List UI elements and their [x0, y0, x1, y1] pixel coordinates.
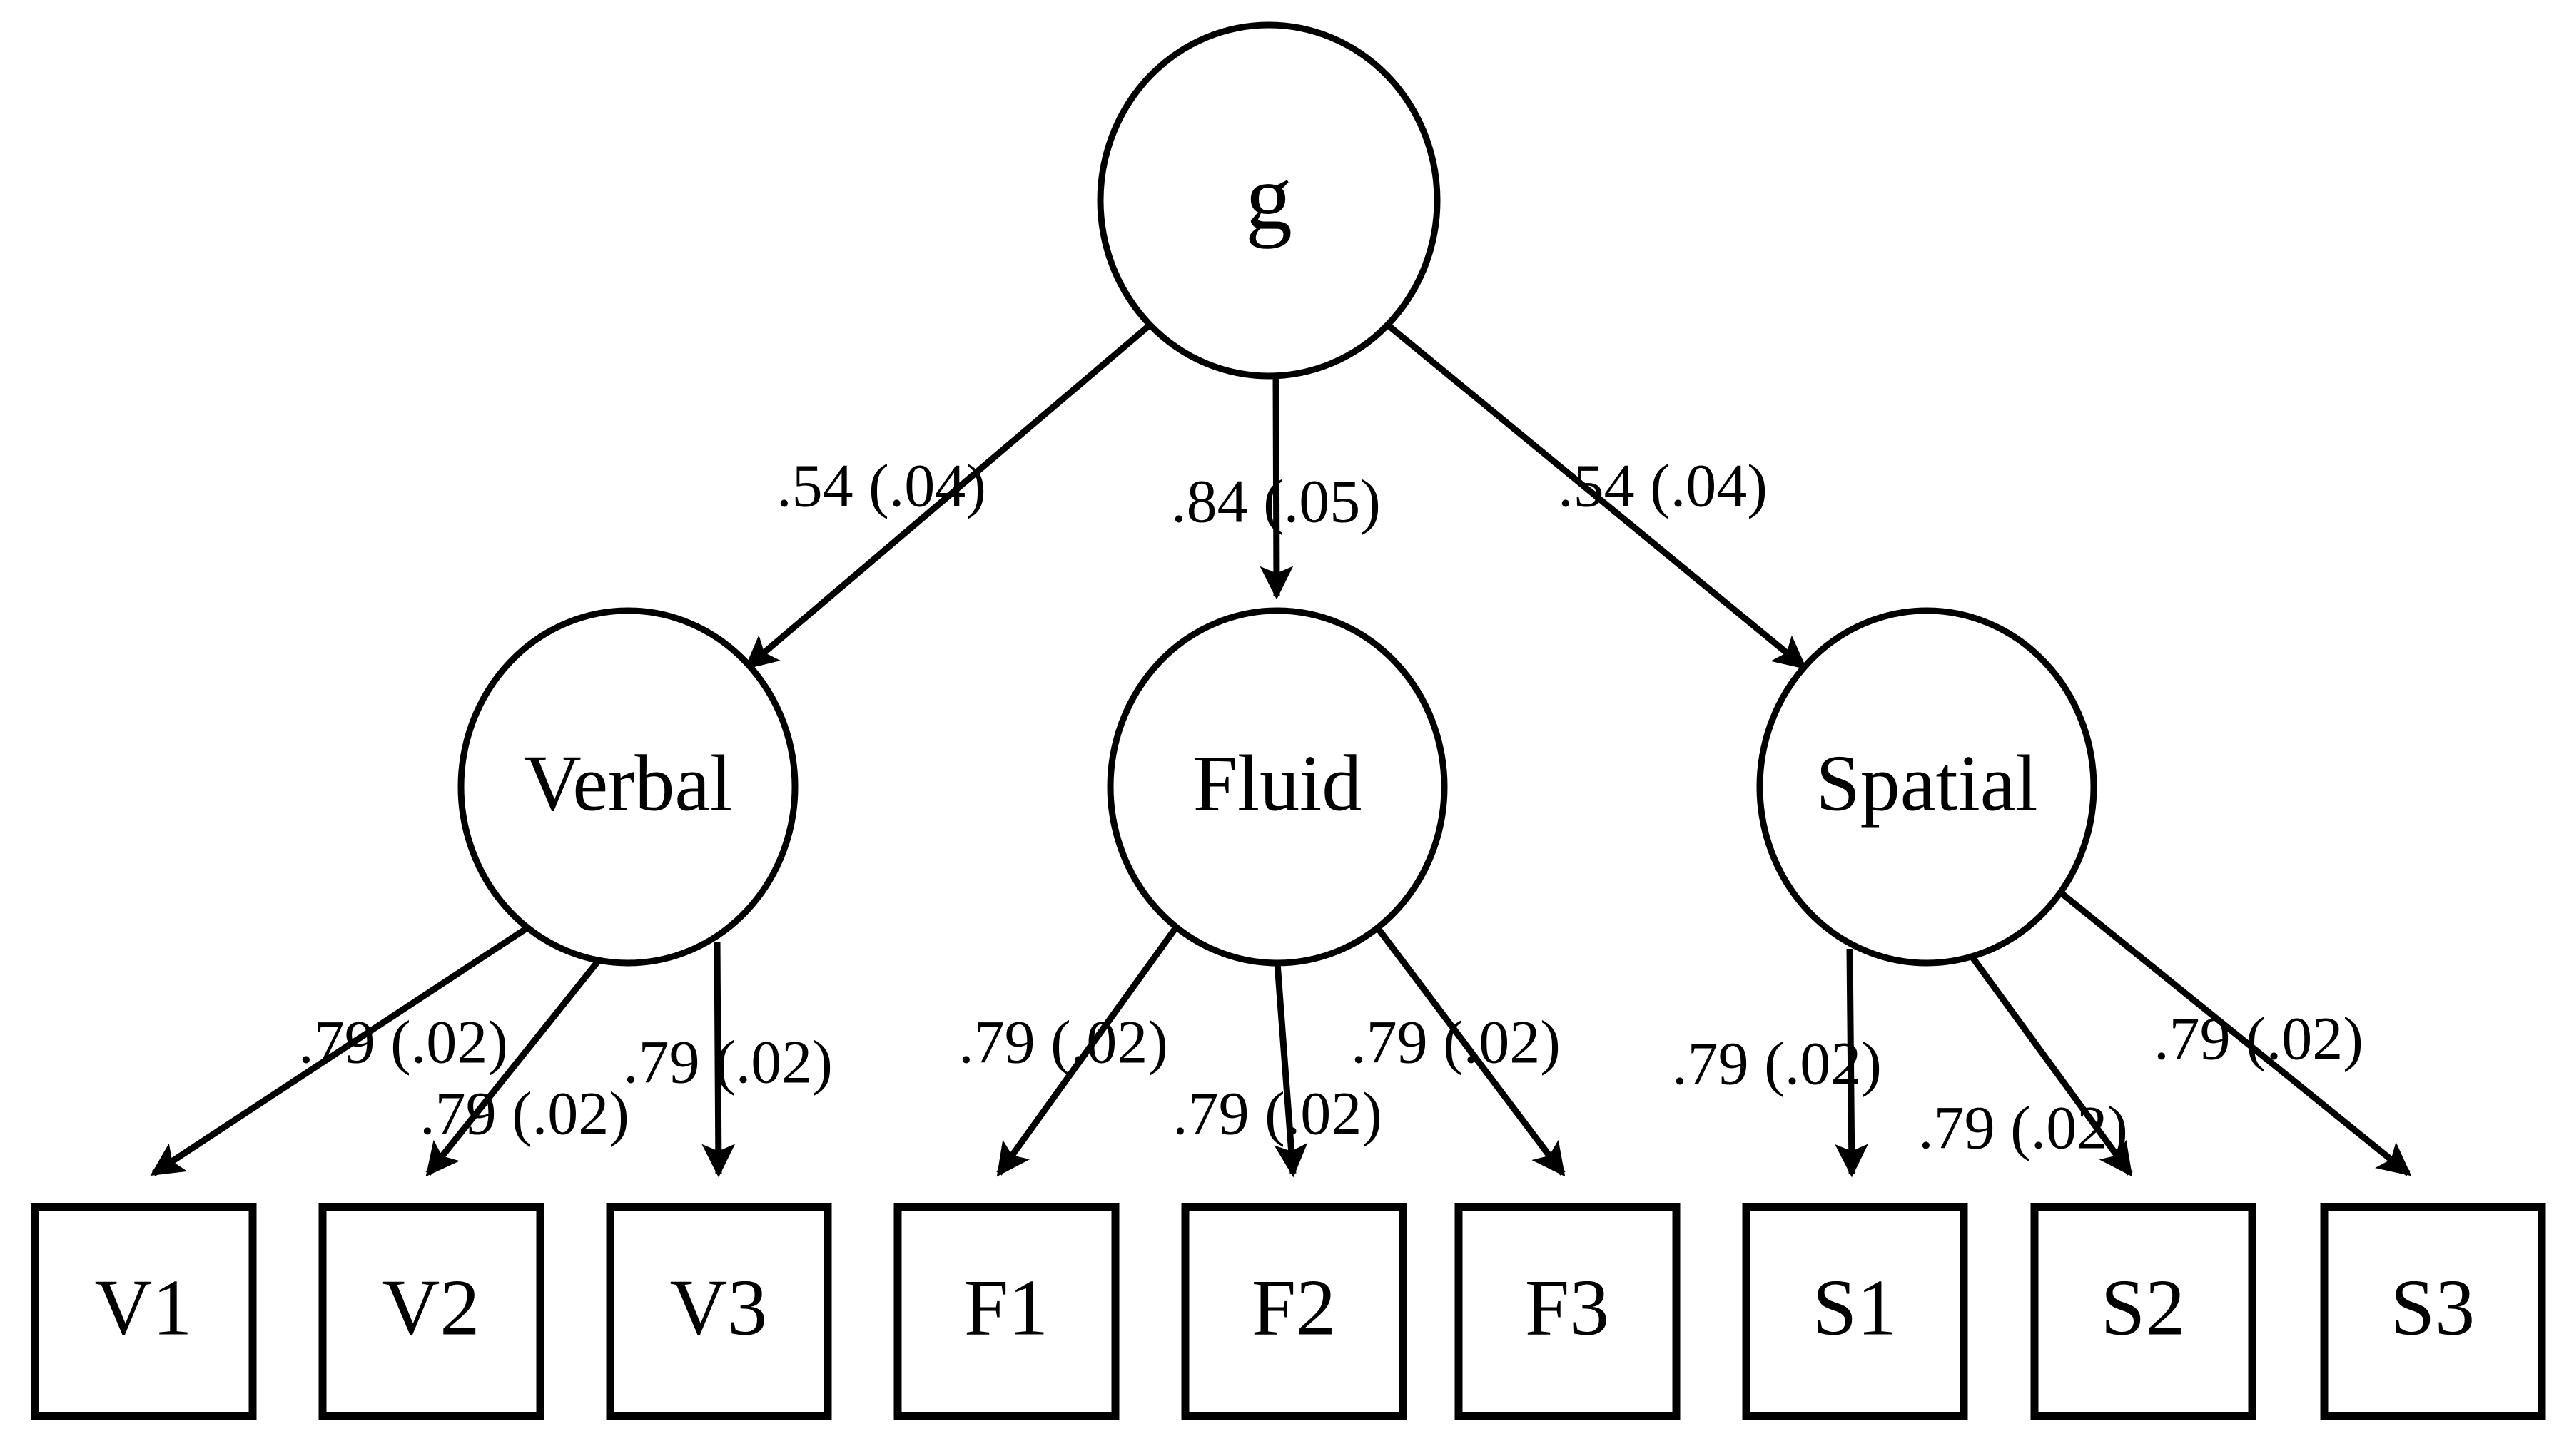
node-V1-label: V1 — [95, 1264, 193, 1353]
node-g[interactable]: g — [1097, 21, 1441, 380]
path-label-verbal-V2: .79 (.02) — [420, 1079, 629, 1148]
path-spatial-to-S3-arrow — [2053, 885, 2412, 1176]
node-V3-label: V3 — [670, 1264, 768, 1353]
path-g-to-verbal-arrow — [744, 322, 1152, 670]
second-order-path-labels: .54 (.04) .84 (.05) .54 (.04) — [776, 452, 1768, 536]
node-verbal-circle[interactable] — [457, 607, 799, 967]
node-V1-rect[interactable] — [31, 1203, 257, 1420]
node-F2-rect[interactable] — [1181, 1203, 1407, 1420]
node-F1-rect[interactable] — [893, 1203, 1120, 1420]
node-V2-rect[interactable] — [318, 1203, 544, 1420]
path-g-to-spatial-arrow — [1385, 322, 1808, 670]
path-label-spatial-S2: .79 (.02) — [1918, 1094, 2128, 1162]
verbal-loadings-group — [150, 925, 736, 1178]
path-verbal-to-V3-arrow — [701, 941, 736, 1178]
node-spatial-label: Spatial — [1815, 740, 2037, 828]
path-fluid-to-F2-arrow — [1274, 962, 1308, 1178]
path-label-g-verbal: .54 (.04) — [776, 452, 986, 520]
node-S2-rect[interactable] — [2030, 1203, 2256, 1420]
node-V3-rect[interactable] — [606, 1203, 832, 1420]
node-S1[interactable]: S1 — [1742, 1203, 1968, 1420]
node-S1-label: S1 — [1813, 1264, 1897, 1353]
spatial-loadings-group — [1835, 885, 2412, 1178]
path-label-spatial-S1: .79 (.02) — [1672, 1029, 1882, 1098]
node-F1-label: F1 — [964, 1264, 1048, 1353]
node-S3[interactable]: S3 — [2320, 1203, 2546, 1420]
path-fluid-to-F3-arrow — [1374, 925, 1566, 1177]
node-verbal[interactable]: Verbal — [457, 607, 799, 967]
path-g-to-fluid-arrow — [1260, 375, 1294, 600]
node-V2[interactable]: V2 — [318, 1203, 544, 1420]
path-label-g-fluid: .84 (.05) — [1171, 467, 1381, 536]
fluid-loadings-group — [996, 925, 1566, 1178]
path-label-fluid-F1: .79 (.02) — [958, 1008, 1168, 1076]
node-fluid[interactable]: Fluid — [1107, 607, 1448, 967]
node-V3[interactable]: V3 — [606, 1203, 832, 1420]
node-F3[interactable]: F3 — [1454, 1203, 1681, 1420]
node-fluid-label: Fluid — [1193, 740, 1362, 828]
path-label-fluid-F2: .79 (.02) — [1172, 1079, 1382, 1148]
path-label-verbal-V3: .79 (.02) — [623, 1028, 833, 1096]
node-S1-rect[interactable] — [1742, 1203, 1968, 1420]
path-label-verbal-V1: .79 (.02) — [298, 1008, 508, 1076]
second-order-path-group — [744, 322, 1808, 670]
path-verbal-to-V2-arrow — [425, 957, 602, 1177]
first-order-path-labels: .79 (.02) .79 (.02) .79 (.02) .79 (.02) … — [298, 1004, 2363, 1162]
node-S3-label: S3 — [2391, 1264, 2475, 1353]
node-F3-label: F3 — [1525, 1264, 1609, 1353]
indicator-boxes-group: V1 V2 V3 F1 F2 F3 — [31, 1203, 2546, 1420]
path-label-spatial-S3: .79 (.02) — [2154, 1004, 2363, 1073]
node-spatial[interactable]: Spatial — [1756, 607, 2097, 967]
path-verbal-to-V1-arrow — [150, 925, 530, 1176]
node-S3-rect[interactable] — [2320, 1203, 2546, 1420]
node-F1[interactable]: F1 — [893, 1203, 1120, 1420]
node-F2[interactable]: F2 — [1181, 1203, 1407, 1420]
path-label-fluid-F3: .79 (.02) — [1351, 1008, 1561, 1076]
path-spatial-to-S1-arrow — [1835, 948, 1869, 1178]
path-fluid-to-F1-arrow — [996, 925, 1179, 1177]
path-spatial-to-S2-arrow — [1958, 940, 2133, 1177]
node-V1[interactable]: V1 — [31, 1203, 257, 1420]
node-F2-label: F2 — [1252, 1264, 1336, 1353]
node-verbal-label: Verbal — [524, 740, 732, 828]
path-label-g-spatial: .54 (.04) — [1558, 452, 1768, 520]
node-fluid-circle[interactable] — [1107, 607, 1448, 967]
node-S2[interactable]: S2 — [2030, 1203, 2256, 1420]
node-S2-label: S2 — [2101, 1264, 2185, 1353]
node-spatial-circle[interactable] — [1756, 607, 2097, 967]
node-g-label: g — [1245, 144, 1292, 249]
node-V2-label: V2 — [382, 1264, 480, 1353]
node-F3-rect[interactable] — [1454, 1203, 1681, 1420]
node-g-circle[interactable] — [1097, 21, 1441, 380]
